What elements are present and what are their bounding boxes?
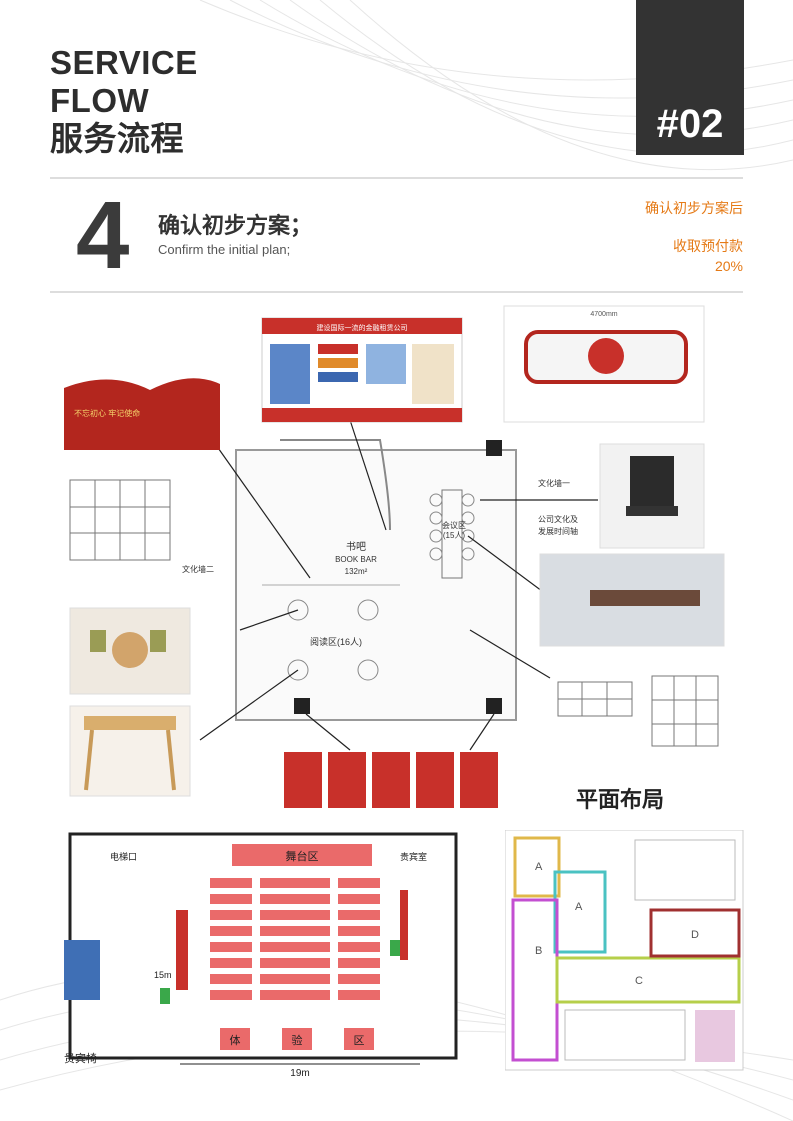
step-title-cn: 确认初步方案； (158, 213, 313, 238)
seating-blocks (210, 878, 380, 1000)
reading-area-label: 阅读区(16人) (310, 636, 362, 647)
area-label: 132m² (345, 567, 368, 576)
tall-cabinet (651, 675, 719, 747)
event-hall-plan: 舞台区 体 验 区 电梯口 贵宾室 19m 15m (64, 832, 458, 1079)
title-line-3: 服务流程 (50, 120, 184, 157)
zone-a2 (553, 870, 607, 954)
culture-wall-2-label: 文化墙二 (182, 564, 214, 574)
column-marker (486, 440, 502, 456)
culture-wall-1-label: 文化墙一 (538, 478, 570, 488)
culture-axis-label-2: 发展时间轴 (538, 526, 578, 536)
book-bar-label: 书吧 (346, 541, 366, 553)
svg-text:建设国际一流的金融租赁公司: 建设国际一流的金融租赁公司 (317, 323, 408, 332)
vip-chair-label: 贵宾椅 (64, 1053, 97, 1065)
title-line-1: SERVICE (50, 44, 198, 81)
info-board: 建设国际一流的金融租赁公司 (261, 317, 463, 423)
vip-room-label: 贵宾室 (400, 851, 427, 862)
svg-text:不忘初心 牢记使命: 不忘初心 牢记使命 (74, 408, 140, 418)
column-marker (486, 698, 502, 714)
zone-c (555, 956, 741, 1004)
culture-axis-label: 公司文化及 (538, 514, 578, 524)
svg-text:验: 验 (292, 1033, 303, 1047)
plan-layout-label: 平面布局 (576, 787, 665, 812)
step-title-en: Confirm the initial plan; (158, 242, 291, 257)
note-line-1: 确认初步方案后 (645, 200, 743, 216)
experience-area (220, 1028, 374, 1050)
svg-text:C: C (635, 975, 643, 987)
meeting-area-label: 会议区 (442, 520, 466, 530)
hall-width-label: 19m (290, 1068, 309, 1079)
svg-text:D: D (691, 929, 699, 941)
csr-interaction (400, 890, 408, 960)
office-zone-plan: A A B C D (505, 830, 744, 1071)
divider-middle (50, 291, 743, 293)
page-number-badge: #02 (636, 0, 744, 155)
zone-d (649, 908, 741, 958)
svg-text:B: B (535, 945, 542, 957)
title-line-2: FLOW (50, 82, 150, 119)
display-channel (176, 910, 188, 990)
svg-text:A: A (535, 861, 543, 873)
svg-text:A: A (575, 901, 583, 913)
slogan-banner: 不忘初心 牢记使命 (64, 378, 220, 450)
column-marker (294, 698, 310, 714)
vip-chairs-photo (64, 940, 100, 1000)
book-bar-en: BOOK BAR (335, 555, 377, 564)
svg-text:4700mm: 4700mm (590, 311, 617, 318)
green-arrow (160, 988, 170, 1004)
divider-top (50, 177, 743, 179)
stage-area (232, 844, 372, 866)
culture-wall-elevation: 4700mm (503, 305, 705, 423)
zone-a1 (513, 836, 561, 898)
room-outline (235, 439, 517, 721)
low-cabinet (557, 681, 633, 717)
elevator-label: 电梯口 (110, 851, 137, 862)
svg-text:区: 区 (354, 1035, 365, 1047)
note-line-3: 20% (714, 258, 743, 274)
floor-plan-diagram: 书吧 BOOK BAR 132m² 阅读区(16人) 会议区 (15人) 文化墙… (64, 305, 725, 808)
svg-text:舞台区: 舞台区 (286, 849, 319, 863)
svg-text:体: 体 (230, 1033, 241, 1047)
poster-row (284, 752, 498, 808)
page-title: SERVICE FLOW 服务流程 (50, 44, 198, 158)
bookshelf (69, 479, 171, 561)
green-arrow (390, 940, 400, 956)
note-line-2: 收取预付款 (673, 238, 743, 254)
meeting-count-label: (15人) (443, 531, 466, 540)
step-number: 4 (76, 182, 130, 289)
hall-depth-label: 15m (154, 970, 172, 980)
